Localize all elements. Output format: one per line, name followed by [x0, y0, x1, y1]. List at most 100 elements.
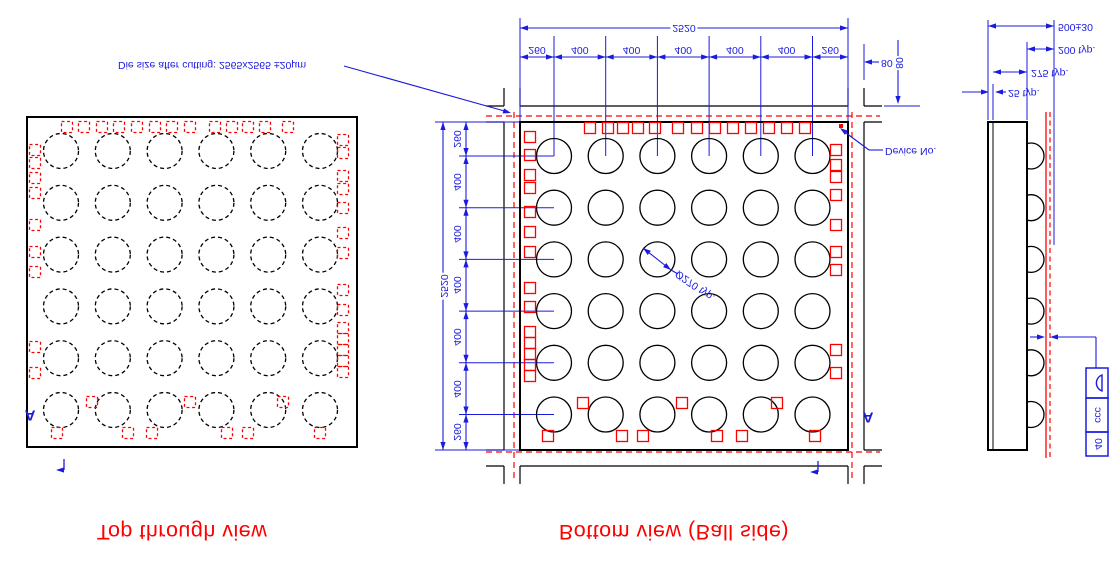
alignment-mark: [583, 121, 597, 135]
ball-through-outline: [301, 288, 339, 325]
dim-ball-height: 200 typ.: [1058, 43, 1096, 56]
fcf-value-cell: [1085, 431, 1109, 457]
ball-through-outline: [198, 132, 235, 170]
alignment-mark: [130, 120, 144, 134]
dim-backside-thickness: 25 typ.: [1008, 86, 1040, 99]
alignment-mark: [523, 225, 537, 239]
solder-ball: [742, 241, 779, 278]
solder-ball: [794, 189, 831, 226]
device-no-marker: [839, 124, 843, 128]
solder-ball: [535, 189, 573, 226]
ball-through-outline: [250, 236, 287, 273]
alignment-mark: [829, 245, 843, 259]
ball-through-outline: [250, 391, 287, 429]
pitch-dim-label-left: 400: [450, 173, 463, 191]
solder-ball: [535, 292, 573, 330]
ball-through-outline: [198, 236, 235, 273]
solder-ball: [535, 344, 573, 381]
solder-ball: [742, 137, 779, 175]
alignment-mark: [165, 120, 179, 134]
section-a-label-right: A: [862, 408, 874, 426]
dim-street-width-h: 80: [881, 56, 893, 69]
alignment-mark: [336, 169, 350, 183]
alignment-mark: [336, 303, 350, 317]
ball-through-outline: [250, 340, 287, 377]
ball-through-outline: [250, 288, 287, 325]
solder-ball: [639, 292, 676, 330]
pitch-dim-label-left: 260: [450, 130, 463, 148]
alignment-mark: [523, 347, 537, 361]
solder-ball: [639, 396, 676, 433]
alignment-mark: [28, 265, 42, 279]
alignment-mark: [523, 245, 537, 259]
alignment-mark: [744, 121, 758, 135]
alignment-mark: [615, 429, 629, 443]
alignment-mark: [636, 429, 650, 443]
alignment-mark: [829, 158, 843, 172]
alignment-mark: [336, 283, 350, 297]
alignment-mark: [28, 156, 42, 170]
solder-ball: [690, 292, 728, 330]
ball-through-outline: [301, 132, 339, 170]
alignment-mark: [276, 395, 290, 409]
profile-of-surface-icon: [1095, 374, 1103, 392]
solder-ball: [535, 137, 573, 175]
die-size-note: Die size after cutting: 2565x2565 ±20µm: [118, 58, 307, 71]
solder-ball: [639, 344, 676, 381]
alignment-mark: [523, 358, 537, 372]
alignment-mark: [523, 300, 537, 314]
solder-ball: [742, 189, 779, 226]
alignment-mark: [523, 168, 537, 182]
alignment-mark: [208, 120, 222, 134]
alignment-mark: [225, 120, 239, 134]
alignment-mark: [50, 426, 64, 440]
ball-through-outline: [42, 184, 80, 221]
ball-through-outline: [94, 340, 131, 377]
alignment-mark: [241, 120, 255, 134]
ball-through-outline: [250, 132, 287, 170]
alignment-mark: [798, 121, 812, 135]
alignment-mark: [258, 120, 272, 134]
solder-ball: [690, 189, 728, 226]
alignment-mark: [336, 226, 350, 240]
ball-through-outline: [94, 184, 131, 221]
dim-ball-span-top: 2520: [670, 21, 698, 34]
alignment-mark: [28, 245, 42, 259]
alignment-mark: [708, 121, 722, 135]
pitch-dim-label-top: 400: [622, 43, 641, 56]
pitch-dim-label-left: 400: [450, 379, 463, 398]
ball-through-outline: [94, 236, 131, 273]
solder-ball: [639, 137, 676, 175]
device-no-label: Device No.: [885, 144, 937, 157]
alignment-mark: [780, 121, 794, 135]
alignment-mark: [523, 336, 537, 350]
solder-ball: [587, 137, 624, 175]
alignment-mark: [829, 143, 843, 157]
ball-through-outline: [42, 391, 80, 429]
alignment-mark: [336, 246, 350, 260]
alignment-mark: [28, 218, 42, 232]
alignment-mark: [829, 263, 843, 277]
ball-through-outline: [250, 184, 287, 221]
alignment-mark: [28, 366, 42, 380]
top-through-view: [26, 116, 358, 473]
alignment-mark: [631, 121, 645, 135]
alignment-mark: [523, 281, 537, 295]
alignment-mark: [112, 120, 126, 134]
alignment-mark: [523, 181, 537, 195]
alignment-mark: [121, 426, 135, 440]
ball-through-outline: [301, 236, 339, 273]
pitch-dim-label-top: 400: [726, 43, 744, 56]
side-view: [962, 20, 1109, 458]
pitch-dim-label-left: 260: [450, 423, 463, 442]
solder-ball: [794, 396, 831, 433]
alignment-mark: [735, 429, 749, 443]
title-top-view: Top through view: [96, 519, 268, 544]
alignment-mark: [145, 426, 159, 440]
ball-through-outline: [94, 391, 131, 429]
alignment-mark: [28, 340, 42, 354]
alignment-mark: [313, 426, 327, 440]
pitch-dim-label-top: 400: [777, 43, 796, 56]
alignment-mark: [336, 343, 350, 357]
